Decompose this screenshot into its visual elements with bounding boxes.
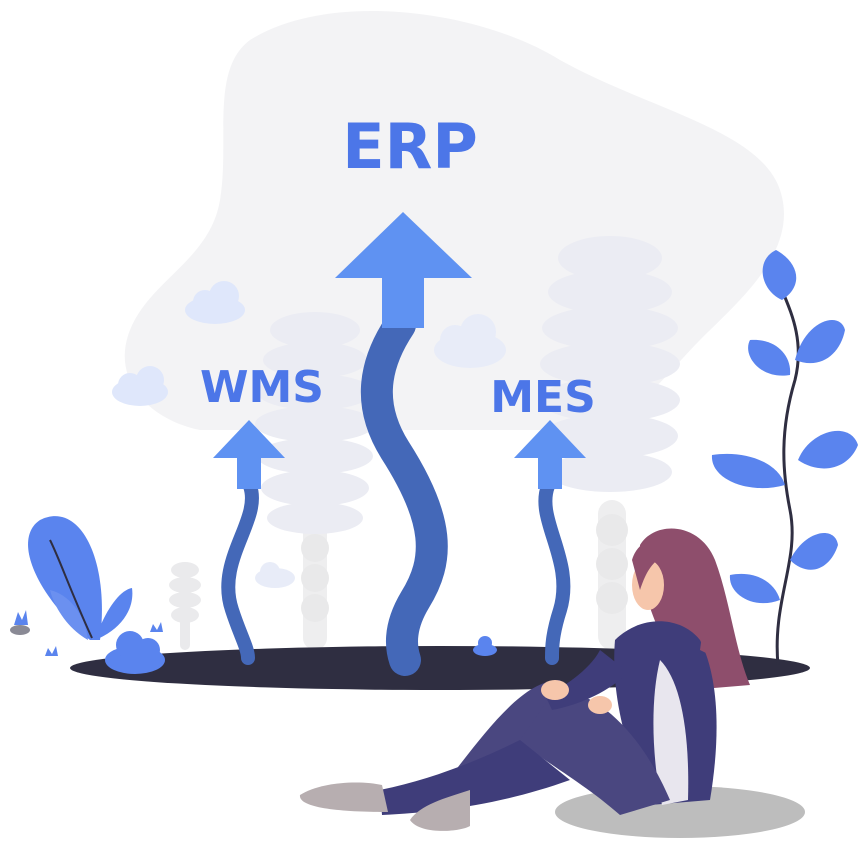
plant-icon	[14, 610, 28, 625]
label-erp: ERP	[342, 110, 478, 183]
cloud-icon	[185, 281, 245, 324]
cloud-icon	[112, 366, 168, 406]
label-mes: MES	[490, 372, 596, 423]
label-wms: WMS	[200, 362, 324, 413]
plant-icon	[45, 646, 58, 656]
tree-icon	[255, 312, 375, 650]
tree-icon	[169, 562, 201, 650]
cloud-icon	[473, 636, 497, 656]
plant-icon	[711, 250, 858, 666]
rock	[10, 625, 30, 635]
cloud-icon	[255, 562, 295, 588]
plant-icon	[28, 516, 133, 640]
cloud-icon	[434, 314, 506, 368]
arrow-up-icon	[335, 212, 472, 676]
arrow-up-icon	[213, 420, 285, 665]
arrow-up-icon	[514, 420, 586, 665]
plant-icon	[150, 622, 163, 632]
cloud-icon	[105, 631, 165, 674]
tree-icon	[540, 236, 680, 650]
person-sitting	[299, 528, 805, 838]
